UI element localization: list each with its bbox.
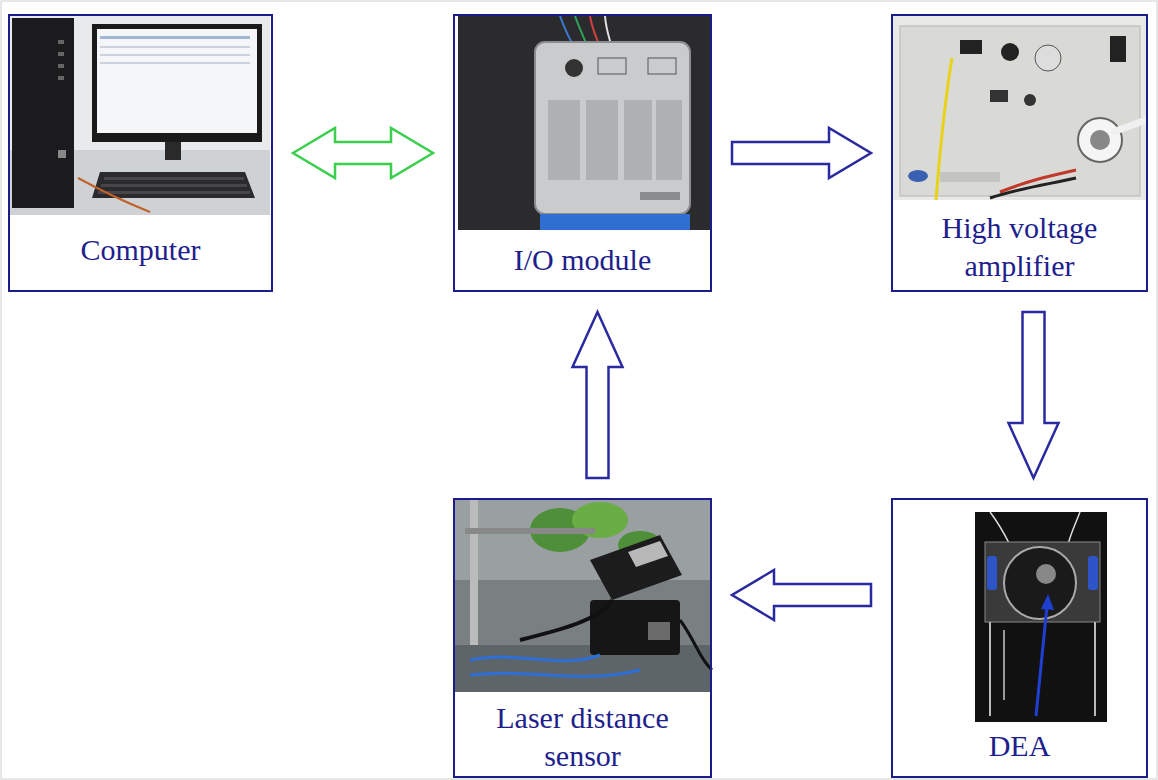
lab-background xyxy=(455,500,712,692)
keyboard xyxy=(92,172,255,198)
electrode-wire xyxy=(990,512,1010,545)
acrylic-plate xyxy=(985,542,1100,622)
block-arrow xyxy=(573,312,623,478)
dea-background xyxy=(975,512,1107,722)
device-box: Laser distance sensor xyxy=(453,498,712,778)
amplifier-background xyxy=(893,16,1146,200)
device-box: High voltage amplifier xyxy=(891,14,1148,292)
device-label: High voltage amplifier xyxy=(893,209,1146,284)
clamp xyxy=(987,556,997,590)
block-arrow xyxy=(293,128,433,178)
key-row xyxy=(104,177,244,180)
cable xyxy=(78,178,150,212)
module-base xyxy=(540,214,690,230)
device-label: DEA xyxy=(893,727,1146,765)
yellow-wire xyxy=(936,58,952,200)
monitor-stand xyxy=(165,142,181,160)
dea-electrode xyxy=(1036,564,1056,584)
amplifier-dial xyxy=(1035,45,1061,71)
frame-leg xyxy=(1094,622,1096,716)
tower-logo xyxy=(58,150,66,158)
module-brand xyxy=(640,192,680,200)
pointer-arrowhead xyxy=(1041,594,1054,610)
output-connector-core xyxy=(1090,130,1110,150)
module-logo xyxy=(565,59,583,77)
laser-sensor xyxy=(590,535,682,600)
black-wire xyxy=(990,178,1076,198)
clamp xyxy=(1088,556,1098,590)
sensor-cable xyxy=(520,600,612,640)
tower-button xyxy=(58,52,64,56)
amplifier-jack xyxy=(1024,94,1036,106)
tower-button xyxy=(58,40,64,44)
pin-table xyxy=(548,100,580,180)
device-box: DEA xyxy=(891,498,1148,778)
hose xyxy=(1112,120,1146,132)
output-connector xyxy=(1078,118,1122,162)
room-background xyxy=(10,16,270,215)
block-arrow xyxy=(1009,312,1059,478)
block-arrow xyxy=(732,128,871,178)
module-plate xyxy=(535,42,690,214)
device-box: Computer xyxy=(8,14,273,292)
device-label: Laser distance sensor xyxy=(455,699,710,774)
dea-membrane xyxy=(1004,547,1076,619)
screen-row xyxy=(100,54,250,56)
power-switch xyxy=(1110,36,1126,62)
module-port xyxy=(598,58,626,74)
sensor-label xyxy=(628,541,668,567)
amplifier-logo xyxy=(908,170,928,182)
pointer-arrow xyxy=(1036,606,1047,716)
device-box: I/O module xyxy=(453,14,712,292)
device-label: Computer xyxy=(10,231,271,269)
key-row xyxy=(101,184,247,187)
screen-row xyxy=(100,36,250,39)
tower-button xyxy=(58,76,64,80)
stand-arm xyxy=(465,528,595,534)
blue-cable xyxy=(470,655,600,661)
controller-barcode xyxy=(648,622,670,640)
module-port xyxy=(648,58,676,74)
device-label: I/O module xyxy=(455,241,710,279)
key-row xyxy=(98,191,250,194)
amplifier-switch xyxy=(960,40,982,54)
module-background xyxy=(458,16,710,230)
screen-row xyxy=(100,62,250,64)
screen-row xyxy=(100,46,250,48)
blue-cable xyxy=(470,670,640,676)
amplifier-model-plate xyxy=(940,172,1000,182)
monitor-bezel xyxy=(92,24,262,142)
monitor-screen xyxy=(97,29,257,133)
pin-table xyxy=(624,100,652,180)
pin-table xyxy=(656,100,682,180)
pin-table xyxy=(586,100,618,180)
amplifier-knob xyxy=(1001,43,1019,61)
electrode-wire xyxy=(1068,512,1080,545)
controller-cable xyxy=(680,620,712,670)
tower-button xyxy=(58,64,64,68)
amplifier-switch xyxy=(990,90,1008,102)
frame-leg xyxy=(989,622,991,716)
frame-leg xyxy=(1003,630,1005,700)
amplifier-panel xyxy=(900,26,1140,196)
pc-tower xyxy=(12,18,74,208)
block-arrow xyxy=(732,570,871,620)
stand-pole xyxy=(470,500,478,660)
